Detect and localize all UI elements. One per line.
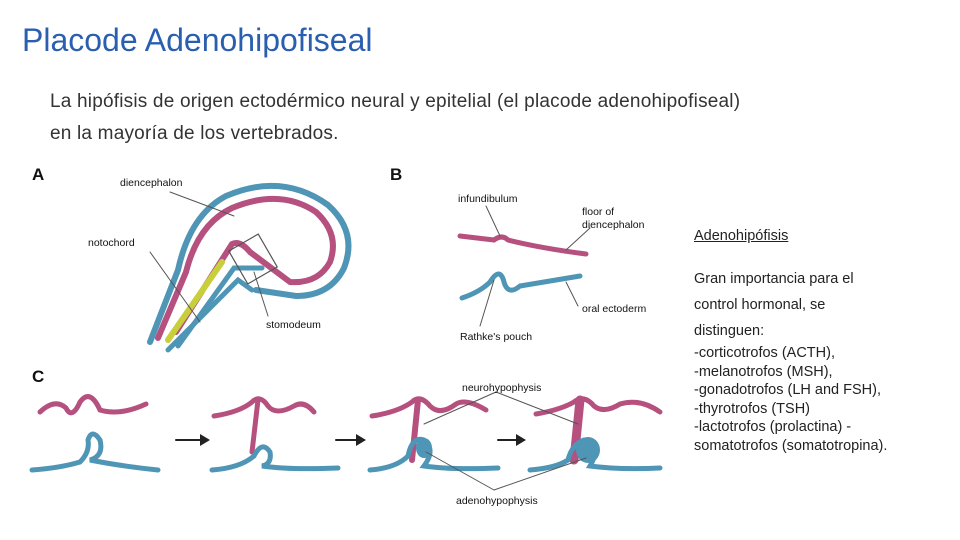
label-notochord: notochord <box>88 237 135 249</box>
panel-a-notochord <box>165 259 225 343</box>
panel-a-embryo <box>147 182 352 353</box>
label-oral-ectoderm: oral ectoderm <box>582 303 646 315</box>
list-item: somatotrofos (somatotropina). <box>694 437 888 454</box>
intro-line: control hormonal, se <box>694 297 826 313</box>
adenohipofisis-text-box: Adenohipófisis Gran importancia para el … <box>694 228 956 455</box>
label-neurohypophysis: neurohypophysis <box>462 382 541 394</box>
slide-subtitle: La hipófisis de origen ectodérmico neura… <box>50 86 910 150</box>
label-floor-line1: floor of <box>582 206 614 218</box>
stage-2-neural <box>211 396 317 419</box>
panel-c-letter: C <box>32 367 44 386</box>
slide-title: Placode Adenohipofiseal <box>22 22 373 58</box>
panel-a-letter: A <box>32 165 44 184</box>
label-floor-line2: diencephalon <box>582 219 645 231</box>
label-rathkes-pouch: Rathke's pouch <box>460 331 532 343</box>
label-stomodeum: stomodeum <box>266 319 321 331</box>
stage-3-ectoderm <box>367 436 501 473</box>
intro-line: Gran importancia para el <box>694 271 854 287</box>
stage-1-neural <box>37 394 149 416</box>
panel-c-stages <box>29 391 663 491</box>
pituitary-development-diagram: A B C diencephalon notochord stomodeum i… <box>29 165 663 507</box>
side-heading: Adenohipófisis <box>694 228 789 244</box>
stage-2-ectoderm <box>209 444 341 473</box>
side-intro: Gran importancia para el control hormona… <box>694 266 956 344</box>
panel-a-neural-tube <box>155 196 336 341</box>
label-adenohypophysis: adenohypophysis <box>456 495 538 507</box>
list-item: -gonadotrofos (LH and FSH), <box>694 382 881 398</box>
intro-line: distinguen: <box>694 323 765 339</box>
list-item: -lactotrofos (prolactina) - <box>694 419 852 435</box>
stage-1-ectoderm <box>29 431 161 473</box>
list-item: -thyrotrofos (TSH) <box>694 400 811 417</box>
panel-b-diencephalon-floor <box>457 233 589 257</box>
stage-3-neural <box>369 396 489 419</box>
label-infundibulum: infundibulum <box>458 193 518 205</box>
panel-b-oral-ectoderm <box>459 271 583 301</box>
panel-a-ectoderm <box>147 182 352 345</box>
panel-b-letter: B <box>390 165 402 184</box>
label-diencephalon: diencephalon <box>120 177 183 189</box>
cell-type-list: -corticotrofos (ACTH), -melanotrofos (MS… <box>694 344 956 455</box>
panel-b-detail <box>457 205 591 327</box>
subtitle-line-1: La hipófisis de origen ectodérmico neura… <box>50 91 741 112</box>
subtitle-line-2: en la mayoría de los vertebrados. <box>50 123 339 144</box>
list-item: -corticotrofos (ACTH), <box>694 345 835 361</box>
list-item: -melanotrofos (MSH), <box>694 363 833 380</box>
stage-4-neural <box>533 396 663 417</box>
